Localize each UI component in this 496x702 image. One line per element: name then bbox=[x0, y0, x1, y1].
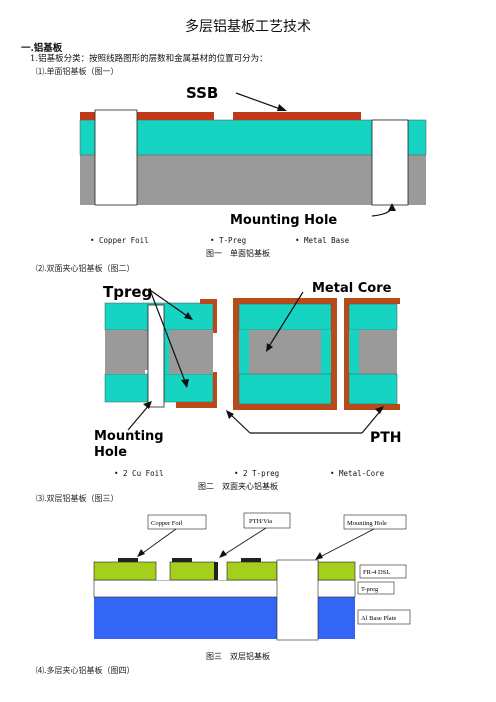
section-heading: 一.铝基板 bbox=[21, 43, 63, 54]
fig2-legend-core: • Metal-Core bbox=[330, 469, 385, 478]
fig3-mounting-hole bbox=[276, 559, 319, 641]
fig1-caption: 图一 单面铝基板 bbox=[206, 249, 270, 258]
label-copper-foil: Copper Foil bbox=[151, 520, 182, 527]
fig2-mounting-hole bbox=[147, 304, 165, 408]
label-mounting-hole: Mounting Hole bbox=[230, 213, 337, 228]
mounting-hole-left bbox=[94, 109, 138, 206]
classification-paragraph: 1.铝基板分类：按照线路图形的层数和金属基材的位置可分为： bbox=[30, 54, 268, 64]
fig2-legend-cu: • 2 Cu Foil bbox=[114, 469, 164, 478]
fig3-subheading: ⑶.双层铝基板（图三） bbox=[36, 494, 119, 503]
mounting-hole-right bbox=[371, 119, 409, 206]
fig1-legend-copper: • Copper Foil bbox=[90, 236, 149, 245]
label-fr4-dsl: FR-4 DSL bbox=[363, 569, 390, 576]
label-tpreg: Tpreg bbox=[103, 283, 152, 301]
al-base-plate bbox=[94, 597, 355, 639]
label-pth: PTH bbox=[370, 430, 402, 446]
tpreg-layer-fig3 bbox=[93, 579, 356, 598]
label-tpreg-fig3: T-preg bbox=[361, 586, 379, 593]
label-al-base-plate: Al Base Plate bbox=[361, 615, 396, 622]
copper-foil-left bbox=[80, 112, 214, 120]
label-hole: Hole bbox=[94, 445, 127, 460]
label-pth-via: PTH/Via bbox=[249, 518, 272, 525]
label-metal-core: Metal Core bbox=[312, 281, 392, 296]
copper-foil-right bbox=[233, 112, 361, 120]
fig2-legend-tpreg: • 2 T-preg bbox=[234, 469, 280, 478]
label-mounting: Mounting bbox=[94, 429, 164, 444]
fig1-subheading: ⑴.单面铝基板（图一） bbox=[36, 67, 119, 76]
fig4-subheading: ⑷.多层夹心铝基板（图四） bbox=[36, 666, 135, 675]
fig2-subheading: ⑵.双面夹心铝基板（图二） bbox=[36, 264, 135, 273]
fig2-caption: 图二 双面夹心铝基板 bbox=[198, 482, 278, 491]
fig1-legend-tpreg: • T-Preg bbox=[210, 236, 247, 245]
fig1-legend-metal: • Metal Base bbox=[295, 236, 350, 245]
page-title: 多层铝基板工艺技术 bbox=[185, 19, 311, 35]
tpreg-layer bbox=[79, 119, 427, 156]
fig3-caption: 图三 双层铝基板 bbox=[206, 652, 270, 661]
metal-base-layer bbox=[80, 155, 426, 205]
label-ssb: SSB bbox=[186, 84, 218, 102]
label-fig3-mounting-hole: Mounting Hole bbox=[347, 520, 387, 527]
ssb-arrow bbox=[235, 92, 284, 111]
hole-arrow bbox=[371, 205, 393, 217]
